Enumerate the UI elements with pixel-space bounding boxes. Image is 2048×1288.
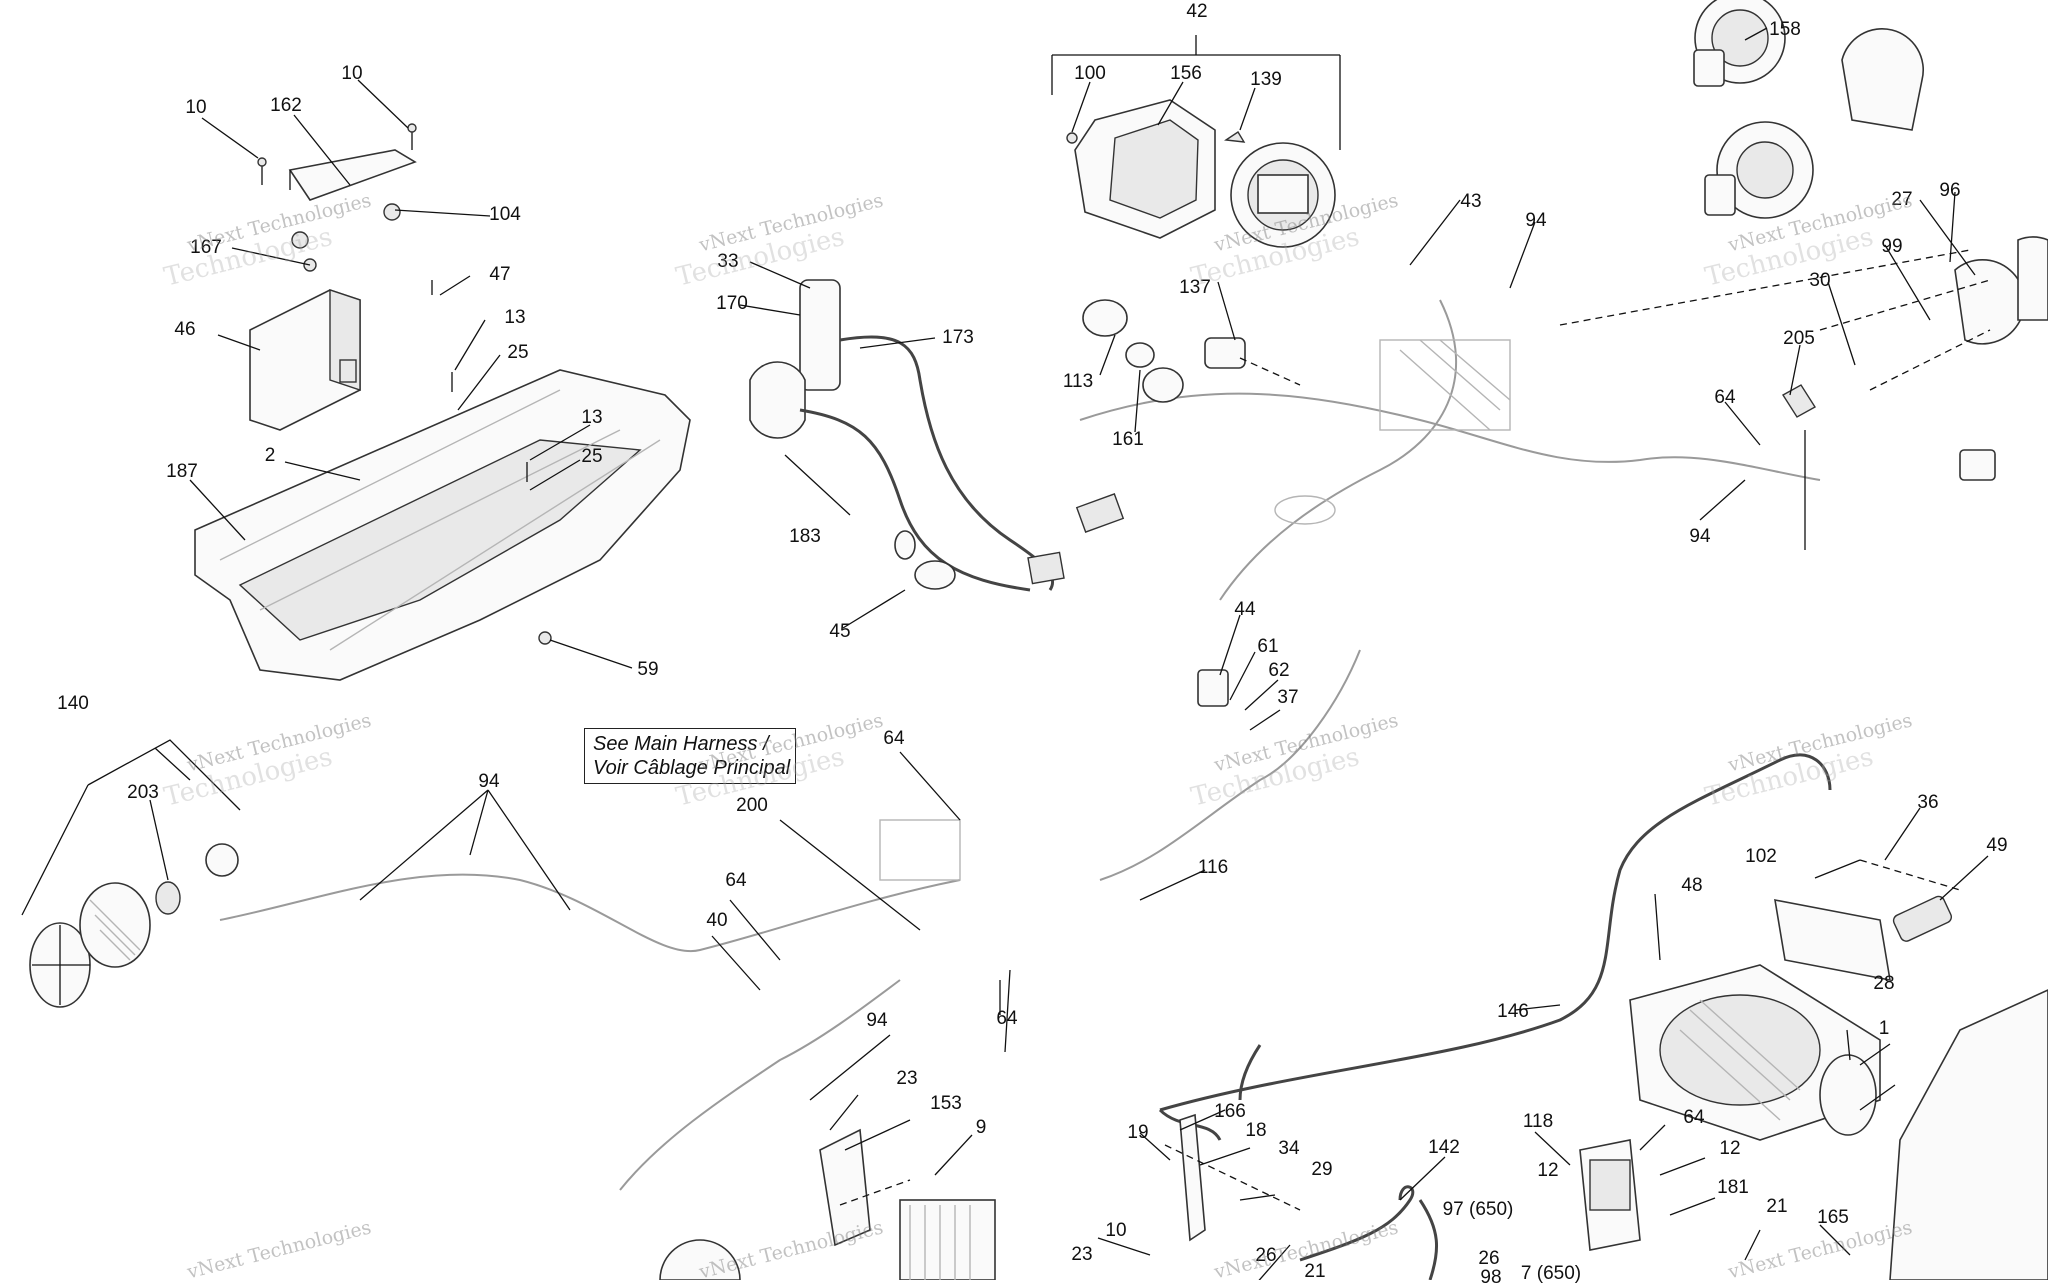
callout-21: 21 bbox=[1304, 1261, 1326, 1282]
regulator-bracket-bottom bbox=[659, 1113, 1641, 1280]
callout-26: 26 bbox=[1255, 1245, 1277, 1266]
callout-36: 36 bbox=[1917, 792, 1939, 813]
callout-158: 158 bbox=[1769, 19, 1801, 40]
callout-10: 10 bbox=[185, 97, 207, 118]
callout-7-650: 7 (650) bbox=[1520, 1263, 1582, 1284]
callout-23: 23 bbox=[896, 1068, 918, 1089]
callout-166: 166 bbox=[1214, 1101, 1246, 1122]
callout-29: 29 bbox=[1311, 1159, 1333, 1180]
callout-19: 19 bbox=[1127, 1122, 1149, 1143]
callout-162: 162 bbox=[270, 95, 302, 116]
callout-13: 13 bbox=[504, 307, 526, 328]
callout-94: 94 bbox=[1689, 526, 1711, 547]
callout-97-650: 97 (650) bbox=[1442, 1199, 1514, 1220]
callout-173: 173 bbox=[942, 327, 974, 348]
callout-161: 161 bbox=[1112, 429, 1144, 450]
callout-139: 139 bbox=[1250, 69, 1282, 90]
callout-12: 12 bbox=[1537, 1160, 1559, 1181]
callout-49: 49 bbox=[1986, 835, 2008, 856]
callout-59: 59 bbox=[637, 659, 659, 680]
callout-187: 187 bbox=[166, 461, 198, 482]
callout-10: 10 bbox=[341, 63, 363, 84]
winch-assembly bbox=[1158, 753, 2048, 1280]
callout-34: 34 bbox=[1278, 1138, 1300, 1159]
callout-181: 181 bbox=[1717, 1177, 1749, 1198]
bolt-fasteners-top-left bbox=[257, 123, 552, 645]
callout-64: 64 bbox=[1714, 387, 1736, 408]
callout-113: 113 bbox=[1062, 371, 1094, 392]
callout-170: 170 bbox=[716, 293, 748, 314]
main-wiring-harness bbox=[219, 299, 1821, 1191]
callout-13: 13 bbox=[581, 407, 603, 428]
note-line-french: Voir Câblage Principal bbox=[593, 757, 791, 779]
callout-94: 94 bbox=[478, 771, 500, 792]
callout-leader-lines bbox=[149, 27, 1989, 1280]
callout-137: 137 bbox=[1179, 277, 1211, 298]
callout-46: 46 bbox=[174, 319, 196, 340]
callout-1: 1 bbox=[1878, 1018, 1890, 1039]
callout-146: 146 bbox=[1497, 1001, 1529, 1022]
callout-47: 47 bbox=[489, 264, 511, 285]
callout-205: 205 bbox=[1783, 328, 1815, 349]
callout-99: 99 bbox=[1881, 236, 1903, 257]
callout-94: 94 bbox=[1525, 210, 1547, 231]
callout-64: 64 bbox=[883, 728, 905, 749]
headlight-left-140 bbox=[21, 739, 241, 1008]
callout-118: 118 bbox=[1522, 1111, 1554, 1132]
note-line-english: See Main Harness / bbox=[593, 733, 769, 755]
battery-tray-assembly bbox=[194, 149, 691, 681]
callout-104: 104 bbox=[489, 204, 521, 225]
callout-18: 18 bbox=[1245, 1120, 1267, 1141]
callout-43: 43 bbox=[1460, 191, 1482, 212]
callout-61: 61 bbox=[1257, 636, 1279, 657]
callout-98: 98 bbox=[1480, 1267, 1502, 1288]
callout-102: 102 bbox=[1745, 846, 1777, 867]
callout-200: 200 bbox=[736, 795, 768, 816]
callout-203: 203 bbox=[127, 782, 159, 803]
callout-26: 26 bbox=[1478, 1248, 1500, 1269]
callout-94: 94 bbox=[866, 1010, 888, 1031]
callout-64: 64 bbox=[996, 1008, 1018, 1029]
callout-142: 142 bbox=[1428, 1137, 1460, 1158]
callout-9: 9 bbox=[975, 1117, 987, 1138]
callout-33: 33 bbox=[717, 251, 739, 272]
callout-64: 64 bbox=[725, 870, 747, 891]
gauge-cluster-assembly bbox=[1051, 35, 1341, 248]
callout-140: 140 bbox=[57, 693, 89, 714]
callout-153: 153 bbox=[930, 1093, 962, 1114]
callout-27: 27 bbox=[1891, 189, 1913, 210]
callout-25: 25 bbox=[581, 446, 603, 467]
callout-100: 100 bbox=[1074, 63, 1106, 84]
callout-156: 156 bbox=[1170, 63, 1202, 84]
callout-28: 28 bbox=[1873, 973, 1895, 994]
callout-45: 45 bbox=[829, 621, 851, 642]
callout-62: 62 bbox=[1268, 660, 1290, 681]
callout-10: 10 bbox=[1105, 1220, 1127, 1241]
callout-2: 2 bbox=[264, 445, 276, 466]
callout-42: 42 bbox=[1186, 1, 1208, 22]
callout-12: 12 bbox=[1719, 1138, 1741, 1159]
callout-44: 44 bbox=[1234, 599, 1256, 620]
callout-48: 48 bbox=[1681, 875, 1703, 896]
callout-30: 30 bbox=[1809, 270, 1831, 291]
callout-23: 23 bbox=[1071, 1244, 1093, 1265]
horn-and-relays bbox=[1082, 299, 1301, 707]
callout-37: 37 bbox=[1277, 687, 1299, 708]
callout-167: 167 bbox=[190, 237, 222, 258]
switch-harness-173-183 bbox=[749, 279, 1125, 592]
callout-165: 165 bbox=[1817, 1207, 1849, 1228]
callout-183: 183 bbox=[789, 526, 821, 547]
callout-21: 21 bbox=[1766, 1196, 1788, 1217]
callout-40: 40 bbox=[706, 910, 728, 931]
headlight-assemblies-right bbox=[1559, 0, 2048, 550]
callout-64: 64 bbox=[1683, 1107, 1705, 1128]
callout-25: 25 bbox=[507, 342, 529, 363]
callout-116: 116 bbox=[1197, 857, 1229, 878]
see-main-harness-note: See Main Harness / Voir Câblage Principa… bbox=[584, 728, 796, 784]
callout-96: 96 bbox=[1939, 180, 1961, 201]
